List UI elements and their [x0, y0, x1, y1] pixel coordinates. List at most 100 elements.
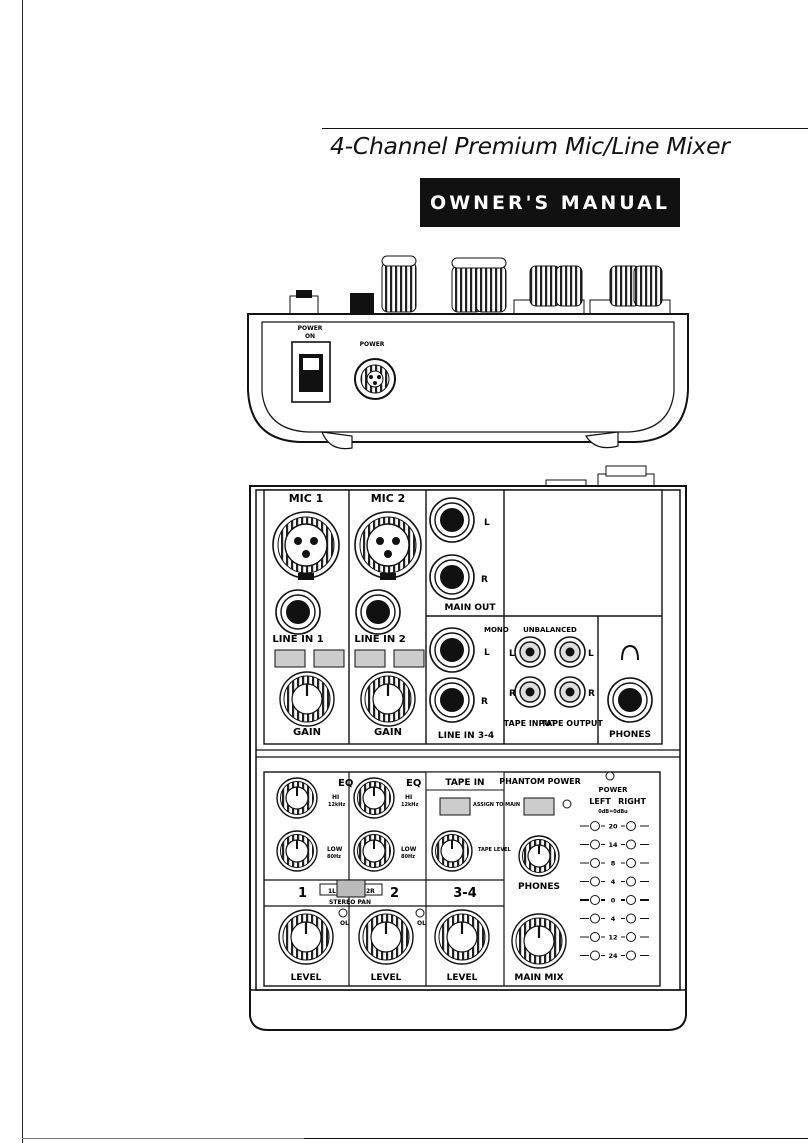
ch1-ol-label: OL — [340, 920, 349, 927]
meter-led — [626, 821, 636, 831]
ch34-number: 3-4 — [453, 886, 477, 901]
meter-scale-header: 0dB=0dBu — [598, 809, 628, 815]
rear-panel: POWER ON POWER — [247, 255, 689, 450]
gain1-label: GAIN — [293, 727, 321, 738]
ch2-hi-label: HI — [405, 794, 412, 801]
ch1-switch-b[interactable] — [313, 649, 345, 668]
meter-led — [626, 913, 636, 924]
main-mix-knob[interactable] — [510, 912, 568, 970]
tape-input-l-rca[interactable] — [514, 636, 546, 668]
pan-1l: 1L — [328, 888, 336, 895]
line-in-2-label: LINE IN 2 — [354, 634, 405, 645]
ch1-hi-eq-knob[interactable] — [276, 777, 318, 819]
stereo-pan-label: STEREO PAN — [329, 899, 371, 906]
meter-led — [626, 932, 636, 942]
meter-led — [590, 932, 600, 942]
tape-output-label: TAPE OUTPUT — [541, 719, 603, 728]
tape-l-right: L — [588, 649, 594, 659]
rear-power-switch-label: POWER — [298, 325, 323, 332]
meter-scale-label: 14 — [608, 841, 618, 849]
ch34-level-knob[interactable] — [433, 908, 491, 966]
main-out-r: R — [481, 575, 488, 585]
meter-led — [590, 950, 600, 961]
phones-jack[interactable] — [607, 677, 653, 723]
line34-mono: MONO — [484, 626, 509, 634]
gain2-knob[interactable] — [359, 670, 417, 728]
eq1-label: EQ — [338, 778, 353, 789]
owners-manual-banner: OWNER'S MANUAL — [420, 178, 680, 227]
main-out-l-jack[interactable] — [429, 497, 475, 543]
phantom-power-switch[interactable] — [523, 797, 555, 816]
ch1-ol-led — [338, 908, 348, 918]
tape-level-knob[interactable] — [431, 830, 473, 872]
meter-left-label: LEFT — [589, 797, 611, 806]
rear-top-knobs — [289, 255, 671, 315]
meter-led — [590, 821, 600, 831]
line-in-2-jack[interactable] — [355, 589, 401, 635]
meter-scale-label: 4 — [611, 878, 616, 886]
meter-led — [590, 895, 600, 905]
ch2-low-eq-knob[interactable] — [353, 830, 395, 872]
meter-row: 12 — [580, 932, 649, 942]
phantom-led — [562, 799, 572, 809]
pan-2r: 2R — [366, 888, 375, 895]
meter-led — [626, 839, 636, 850]
meter-led — [590, 839, 600, 850]
meter-right-label: RIGHT — [618, 797, 646, 806]
meter-led — [626, 858, 636, 868]
tape-output-l-rca[interactable] — [554, 636, 586, 668]
phones-level-knob[interactable] — [518, 835, 560, 877]
ch2-ol-led — [415, 908, 425, 918]
meter-row: 8 — [580, 858, 649, 868]
main-out-r-jack[interactable] — [429, 554, 475, 600]
page-bottom-border — [22, 1138, 304, 1139]
ch2-number: 2 — [390, 886, 399, 901]
meter-led — [590, 858, 600, 868]
meter-scale-label: 24 — [608, 952, 618, 960]
ch1-low-freq: 80Hz — [327, 854, 341, 860]
gain2-label: GAIN — [374, 727, 402, 738]
power-led — [605, 771, 615, 781]
ch1-hi-label: HI — [332, 794, 339, 801]
ch2-switch-a[interactable] — [354, 649, 386, 668]
meter-led — [590, 913, 600, 924]
line-in-3-jack[interactable] — [429, 627, 475, 673]
meter-led — [626, 950, 636, 961]
meter-row: 20 — [580, 821, 649, 831]
meter-row: 0 — [580, 895, 649, 905]
meter-scale-label: 12 — [608, 934, 617, 942]
ch2-switch-b[interactable] — [393, 649, 425, 668]
assign-to-main-label: ASSIGN TO MAIN — [473, 802, 520, 808]
tape-output-r-rca[interactable] — [554, 676, 586, 708]
page-bottom-rule — [304, 1138, 808, 1139]
meter-scale-label: 8 — [611, 860, 616, 868]
ch1-switch-a[interactable] — [274, 649, 306, 668]
ch1-hi-freq: 12kHz — [328, 802, 345, 808]
tape-r-left: R — [509, 689, 516, 699]
meter-led — [626, 876, 636, 887]
main-out-l: L — [484, 518, 490, 528]
ch2-level-knob[interactable] — [357, 908, 415, 966]
meter-led — [590, 876, 600, 887]
tape-l-left: L — [509, 649, 515, 659]
ch1-low-eq-knob[interactable] — [276, 830, 318, 872]
meter-row: 24 — [580, 950, 649, 961]
top-view: MIC 1 LINE IN 1 GAIN MIC 2 LINE IN 2 GAI… — [249, 465, 687, 1031]
line-in-4-jack[interactable] — [429, 677, 475, 723]
tape-input-r-rca[interactable] — [514, 676, 546, 708]
document-title: 4-Channel Premium Mic/Line Mixer — [330, 132, 730, 160]
ch2-low-label: LOW — [401, 846, 417, 853]
assign-to-main-switch[interactable] — [439, 797, 471, 816]
ch2-hi-eq-knob[interactable] — [353, 777, 395, 819]
meter-row: 4 — [580, 876, 649, 887]
ch2-level-label: LEVEL — [371, 973, 402, 983]
line-in-1-jack[interactable] — [275, 589, 321, 635]
stereo-pan-slider[interactable] — [336, 879, 366, 898]
power-jack[interactable] — [354, 358, 396, 400]
mic1-label: MIC 1 — [289, 492, 324, 505]
meter-scale-label: 0 — [611, 897, 616, 905]
gain1-knob[interactable] — [278, 670, 336, 728]
ch1-level-knob[interactable] — [277, 908, 335, 966]
ch1-number: 1 — [298, 886, 307, 901]
